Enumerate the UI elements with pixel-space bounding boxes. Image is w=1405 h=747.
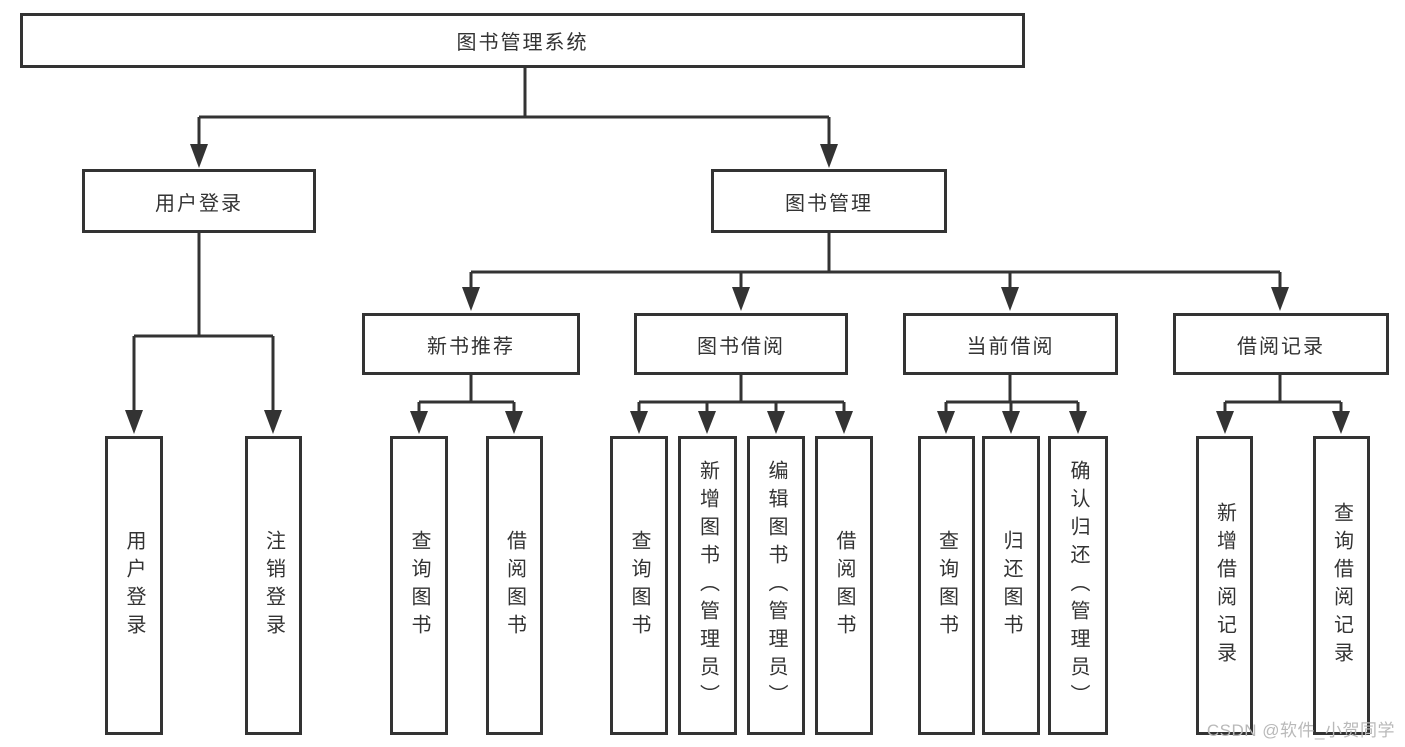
node-current-borrow: 当前借阅 [903, 313, 1118, 375]
node-book-borrow: 图书借阅 [634, 313, 848, 375]
node-book-management: 图书管理 [711, 169, 947, 233]
leaf-confirm-return-admin: 确认归还（管理员） [1048, 436, 1108, 735]
node-user-login: 用户登录 [82, 169, 316, 233]
connector-lines [132, 68, 1343, 415]
leaf-borrow-books-recommend: 借阅图书 [486, 436, 543, 735]
leaf-edit-books-admin: 编辑图书（管理员） [747, 436, 805, 735]
leaf-return-books: 归还图书 [982, 436, 1040, 735]
node-root: 图书管理系统 [20, 13, 1025, 68]
leaf-query-books-borrow: 查询图书 [610, 436, 668, 735]
leaf-add-books-admin: 新增图书（管理员） [678, 436, 737, 735]
leaf-query-books-recommend: 查询图书 [390, 436, 448, 735]
leaf-add-borrow-record: 新增借阅记录 [1196, 436, 1253, 735]
leaf-query-borrow-record: 查询借阅记录 [1313, 436, 1370, 735]
leaf-query-books-current: 查询图书 [918, 436, 975, 735]
leaf-logout-login: 注销登录 [245, 436, 302, 735]
watermark: CSDN @软件_小贺同学 [1206, 721, 1395, 740]
node-borrow-records: 借阅记录 [1173, 313, 1389, 375]
node-new-book-recommend: 新书推荐 [362, 313, 580, 375]
leaf-borrow-books-main: 借阅图书 [815, 436, 873, 735]
connector-arrowheads [125, 144, 1350, 434]
leaf-user-login: 用户登录 [105, 436, 163, 735]
